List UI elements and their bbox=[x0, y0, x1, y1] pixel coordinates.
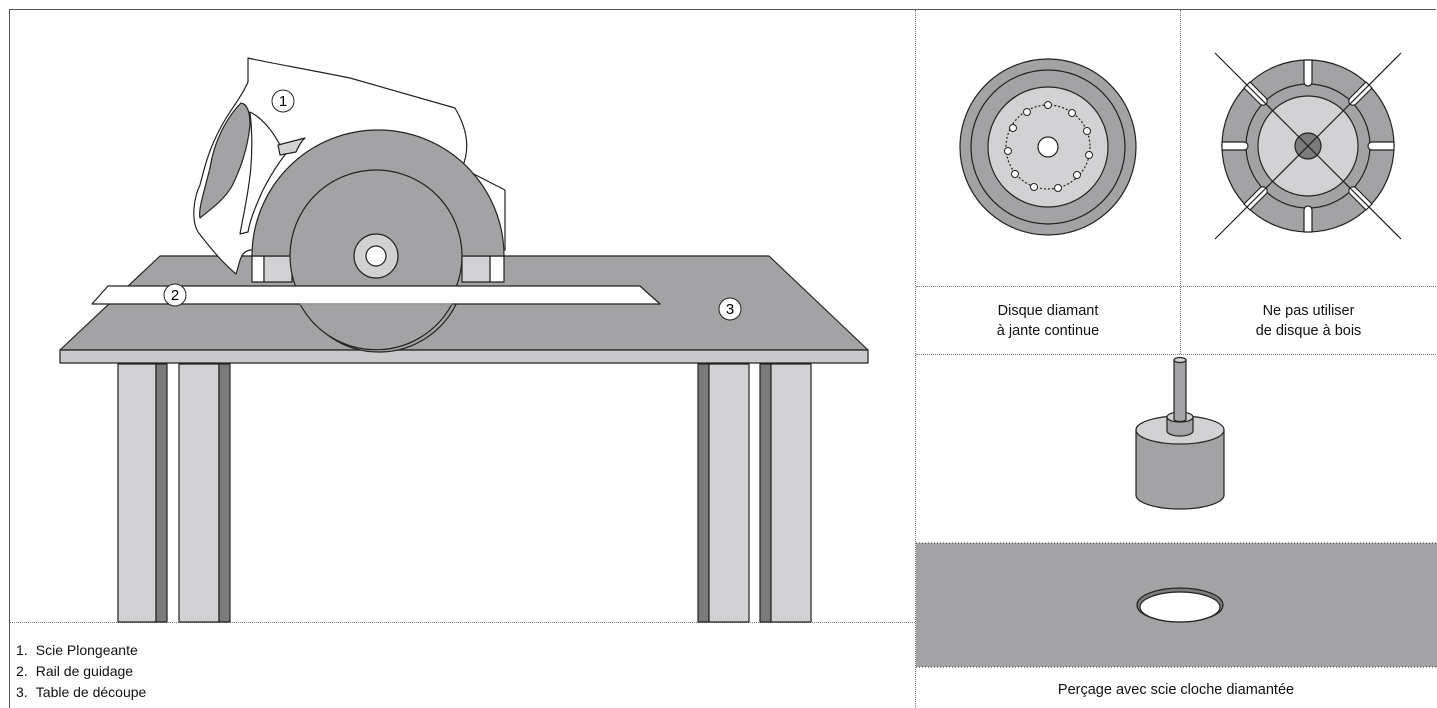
continuous-rim-disc bbox=[959, 58, 1137, 236]
divider-legend bbox=[10, 622, 915, 623]
svg-text:2: 2 bbox=[171, 287, 179, 304]
segmented-disc-crossed bbox=[1214, 52, 1402, 240]
divider-main bbox=[915, 10, 916, 708]
caption-core-drill: Perçage avec scie cloche diamantée bbox=[1057, 682, 1295, 698]
legend-item: 1. Scie Plongeante bbox=[16, 642, 138, 658]
svg-text:3: 3 bbox=[726, 301, 734, 318]
divider-disc-captions bbox=[916, 286, 1436, 287]
saw-table-illustration: 1 2 3 bbox=[59, 57, 869, 623]
svg-text:1: 1 bbox=[279, 93, 287, 110]
table-legs bbox=[117, 363, 812, 623]
divider-core-drill bbox=[916, 354, 1436, 355]
caption-wood-disc: Ne pas utiliser de disque à bois bbox=[1255, 303, 1362, 339]
divider-discs bbox=[1180, 10, 1181, 354]
callout-rail: 2 bbox=[163, 283, 187, 307]
legend-item: 3. Table de découpe bbox=[16, 684, 147, 700]
caption-continuous-disc: Disque diamant à jante continue bbox=[996, 303, 1100, 339]
diagram-frame bbox=[9, 9, 1436, 708]
callout-table: 3 bbox=[718, 297, 742, 321]
core-drill-illustration bbox=[916, 356, 1437, 668]
callout-saw: 1 bbox=[271, 89, 295, 113]
guide-rail bbox=[91, 285, 661, 305]
legend: 1. Scie Plongeante 2. Rail de guidage 3.… bbox=[16, 640, 146, 703]
legend-item: 2. Rail de guidage bbox=[16, 663, 134, 679]
